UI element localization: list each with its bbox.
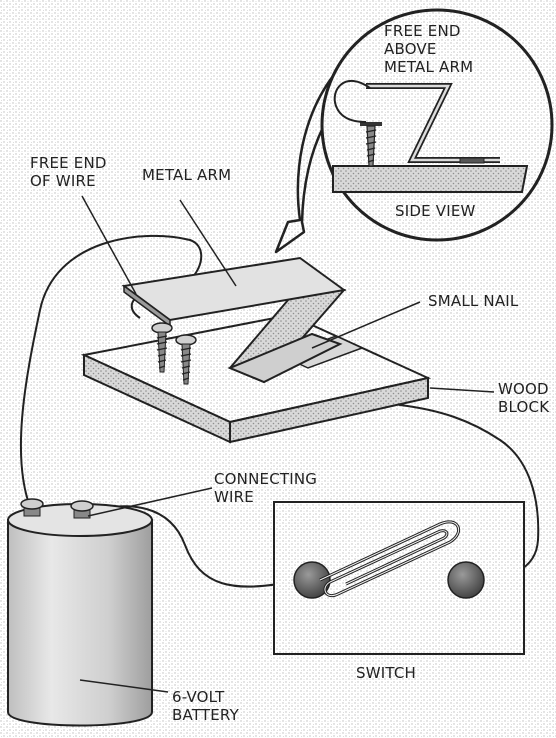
label-switch: SWITCH [356, 664, 416, 682]
screw-1 [151, 322, 173, 373]
label-free-end-above-metal-arm: FREE END ABOVE METAL ARM [384, 22, 473, 76]
label-line: BATTERY [172, 706, 239, 724]
label-metal-arm: METAL ARM [142, 166, 231, 184]
battery-body [7, 519, 153, 727]
leader-small-nail [311, 301, 421, 349]
label-line: SMALL NAIL [428, 292, 519, 310]
switch-terminal-left [293, 561, 331, 599]
leader-free-end-of-wire [81, 195, 137, 295]
label-line: OF WIRE [30, 172, 96, 190]
label-line: METAL ARM [142, 166, 232, 184]
label-free-end-of-wire: FREE END OF WIRE [30, 154, 107, 190]
side-view-screw [360, 122, 382, 167]
label-line: BLOCK [498, 398, 550, 416]
side-view-inset [274, 8, 554, 254]
battery-terminal-right [70, 500, 94, 519]
leader-battery [79, 679, 169, 693]
side-view-free-wire [333, 80, 371, 123]
label-line: FREE END [384, 22, 461, 40]
label-line: WIRE [214, 488, 254, 506]
label-line: SIDE VIEW [395, 202, 476, 220]
label-wood-block: WOOD BLOCK [498, 380, 549, 416]
leader-lines [79, 195, 495, 693]
label-line: ABOVE [384, 40, 437, 58]
battery [7, 498, 153, 727]
label-line: CONNECTING [214, 470, 318, 488]
label-line: SWITCH [356, 664, 417, 682]
label-small-nail: SMALL NAIL [428, 292, 518, 310]
label-line: WOOD [498, 380, 549, 398]
leader-connecting-wire [87, 487, 213, 517]
leader-wood-block [429, 387, 495, 393]
label-line: FREE END [30, 154, 107, 172]
label-line: 6-VOLT [172, 688, 225, 706]
connecting-wire [85, 505, 301, 588]
label-side-view: SIDE VIEW [395, 202, 476, 220]
wood-block-front-right [229, 376, 429, 444]
battery-terminal-left [20, 498, 44, 517]
wood-block-assembly [80, 256, 432, 444]
screw-2 [175, 334, 197, 385]
switch-terminal-right [447, 561, 485, 599]
label-connecting-wire: CONNECTING WIRE [214, 470, 317, 506]
metal-arm-foot [227, 332, 343, 384]
side-view-block [332, 165, 529, 193]
label-battery: 6-VOLT BATTERY [172, 688, 239, 724]
leader-metal-arm [179, 199, 237, 287]
label-line: METAL ARM [384, 58, 474, 76]
switch-assembly [273, 501, 525, 655]
